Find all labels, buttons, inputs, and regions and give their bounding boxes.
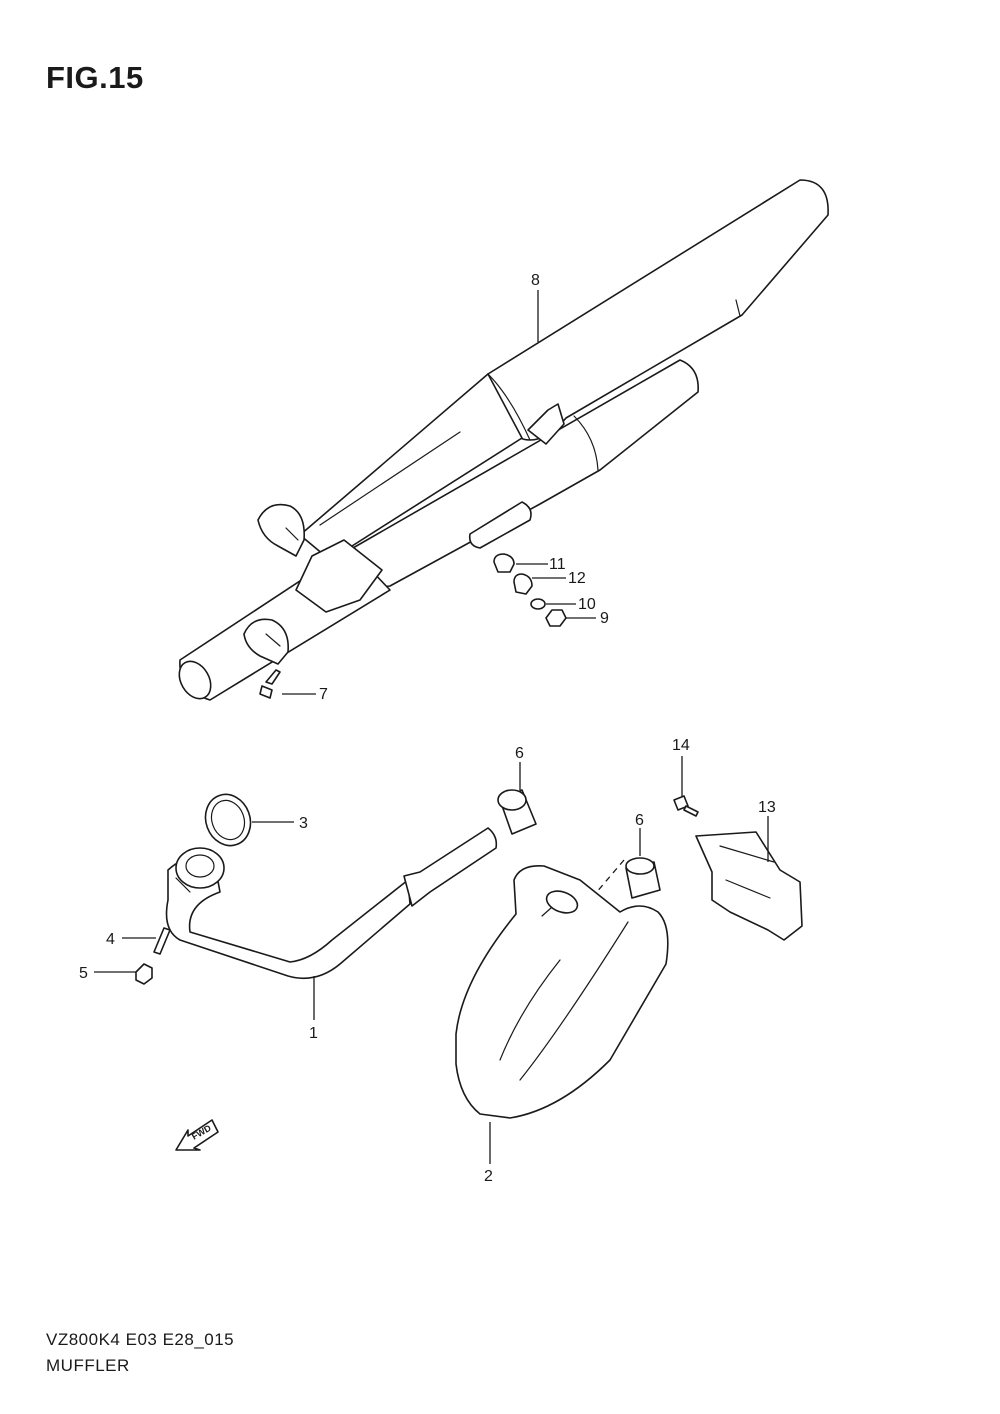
gasket-3 — [204, 793, 252, 847]
callout-5: 5 — [79, 965, 88, 982]
cushion-12 — [513, 573, 533, 595]
joint-6b — [625, 857, 661, 899]
section-name: MUFFLER — [46, 1356, 130, 1375]
joint-6a — [497, 789, 537, 835]
callout-6-lower: 6 — [635, 812, 644, 829]
callout-1: 1 — [309, 1025, 318, 1042]
muffler-assembly — [178, 179, 829, 701]
model-code: VZ800K4 E03 E28_015 — [46, 1330, 235, 1349]
callout-3: 3 — [299, 815, 308, 832]
callout-4: 4 — [106, 931, 115, 948]
bolt-7 — [259, 669, 281, 699]
callout-14: 14 — [672, 737, 690, 754]
callout-11: 11 — [549, 556, 566, 573]
heat-shield-13 — [695, 831, 803, 941]
forward-direction-arrow: FWD — [175, 1119, 219, 1151]
nut-5 — [135, 963, 153, 985]
muffler-mount-hardware — [493, 553, 567, 627]
rear-exhaust-pipe-2 — [455, 864, 669, 1119]
callout-13: 13 — [758, 799, 776, 816]
callout-6-upper: 6 — [515, 745, 524, 762]
bolt-11 — [493, 553, 515, 573]
bolt-14 — [673, 795, 699, 817]
figure-title: FIG.15 — [46, 60, 144, 95]
callout-12: 12 — [568, 570, 586, 587]
leader-lines — [94, 290, 769, 1164]
nut-9 — [545, 609, 567, 627]
callout-2: 2 — [484, 1168, 493, 1185]
stud-4 — [153, 927, 171, 955]
callout-9: 9 — [600, 610, 609, 627]
callout-10: 10 — [578, 596, 596, 613]
callout-8: 8 — [531, 272, 540, 289]
front-exhaust-pipe-1 — [165, 827, 498, 980]
callout-7: 7 — [319, 686, 328, 703]
callout-labels: 8 11 12 10 9 7 6 3 4 5 1 6 14 13 2 — [79, 272, 776, 1185]
washer-10 — [530, 598, 546, 610]
